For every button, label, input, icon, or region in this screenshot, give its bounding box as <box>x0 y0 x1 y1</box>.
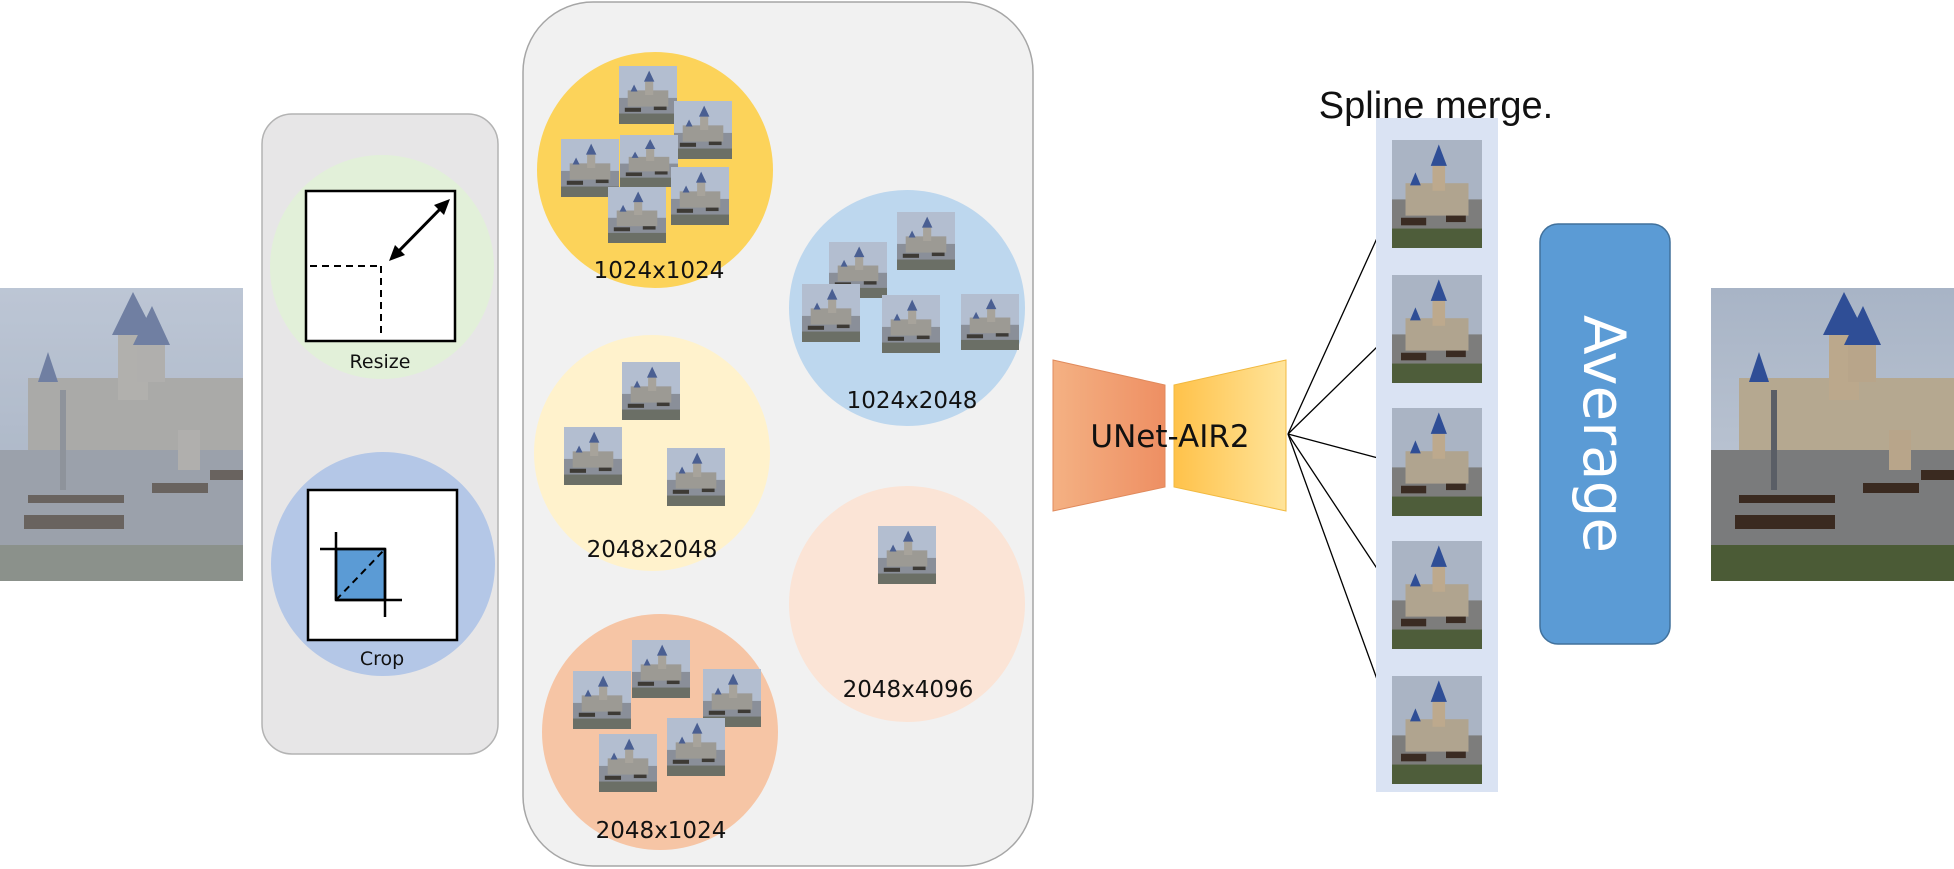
resolution-label-1: 1024x1024 <box>594 258 725 284</box>
resolution-1024x2048: 1024x2048 <box>789 190 1025 426</box>
resolution-2048x2048: 2048x2048 <box>534 335 770 571</box>
merge-output-1 <box>1392 140 1482 248</box>
resize-option: Resize <box>270 155 494 379</box>
preprocess-panel: Resize Crop <box>261 113 499 755</box>
resolution-label-3: 2048x2048 <box>587 537 718 563</box>
average-label: Average <box>1570 315 1638 553</box>
output-dehazed-image <box>1711 288 1954 581</box>
resolution-label-5: 2048x1024 <box>596 818 727 844</box>
resolution-label-4: 2048x4096 <box>843 677 974 703</box>
resolution-2048x1024: 2048x1024 <box>542 614 778 850</box>
unet-block: UNet-AIR2 <box>1052 359 1287 512</box>
merge-output-2 <box>1392 275 1482 383</box>
resolution-2048x4096: 2048x4096 <box>789 486 1025 722</box>
average-block: Average <box>1539 223 1671 645</box>
merge-output-5 <box>1392 676 1482 784</box>
spline-merge: Spline merge. <box>1319 85 1553 792</box>
fanout-lines <box>1287 235 1379 683</box>
merge-output-4 <box>1392 541 1482 649</box>
resolution-panel: 1024x1024 1024x2048 2048x2048 2048x4096 <box>522 1 1034 867</box>
resize-label: Resize <box>350 351 411 373</box>
input-hazy-image <box>0 288 243 581</box>
resolution-1024x1024: 1024x1024 <box>537 52 773 288</box>
resolution-label-2: 1024x2048 <box>847 388 978 414</box>
unet-label: UNet-AIR2 <box>1090 419 1249 455</box>
merge-output-3 <box>1392 408 1482 516</box>
crop-label: Crop <box>360 648 404 670</box>
crop-option: Crop <box>271 452 495 676</box>
